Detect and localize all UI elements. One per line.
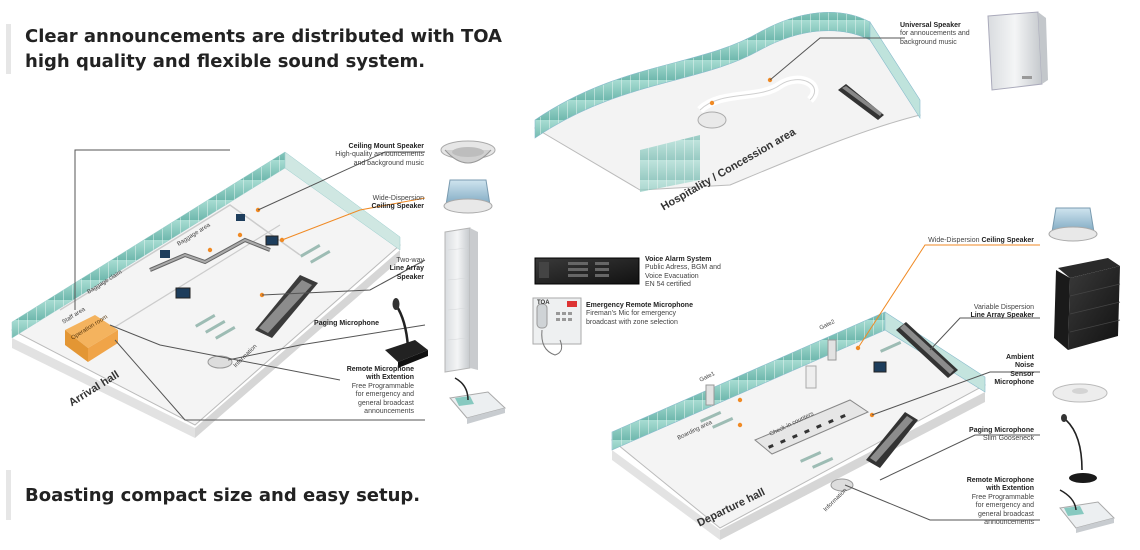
ambient-line-2: Noise [1014,362,1034,370]
paging-microphone-label: Paging Microphone [300,320,379,328]
remote-mic-title: Remote Microphone [346,366,414,373]
remote-mic-desc-4: announcements [364,408,414,416]
line-array-title: Line Array [389,265,424,273]
voice-alarm-system-image [534,257,640,285]
dep-remote-desc-1: Free Programmable [971,493,1034,501]
dep-remote-desc-3: general broadcast [977,510,1034,518]
paging-title: Paging Microphone [314,320,379,327]
universal-desc-2: background music [900,38,957,46]
ambient-noise-sensor-image [1052,383,1108,403]
hospitality-building [534,12,921,192]
voice-alarm-desc-1: Public Adress, BGM and [645,264,721,272]
remote-mic-title-2: with Extention [366,374,414,382]
ceiling-mount-speaker-image [440,140,496,164]
emergency-remote-mic-image [532,297,582,356]
dep-line-prefix: Variable Dispersion [973,304,1034,311]
remote-mic-desc-3: general broadcast [357,399,414,407]
headline-line-1: Clear announcements are distributed with… [25,26,502,47]
emergency-mic-desc-2: broadcast with zone selection [586,318,678,326]
remote-mic-desc-1: Free Programmable [351,382,414,390]
line-array-title-2: Speaker [396,273,424,281]
paging-microphone-image [385,298,428,368]
voice-alarm-title: Voice Alarm System [645,256,712,263]
departure-callout-lines [844,244,1040,521]
dep-line-title: Line Array Speaker [970,312,1034,320]
line-array-speaker-image [444,227,478,373]
ambient-line-4: Microphone [994,379,1034,387]
universal-speaker-image [987,11,1048,91]
slim-gooseneck-mic-image [1061,414,1097,483]
dep-remote-title: Remote Microphone [966,477,1034,484]
dep-wide-title: Ceiling Speaker [981,237,1034,244]
dep-paging-title: Paging Microphone [969,427,1034,434]
variable-line-array-image [1054,258,1121,350]
ceiling-mount-desc-2: and background music [353,159,424,167]
departure-wide-dispersion-image [1048,207,1098,242]
dep-wide-prefix: Wide-Dispersion [928,237,980,244]
departure-wide-dispersion-label: Wide-Dispersion Ceiling Speaker [910,237,1034,245]
ceiling-mount-title: Ceiling Mount Speaker [348,143,424,150]
dep-remote-desc-4: announcements [984,519,1034,527]
hospitality-callout-lines [769,37,905,81]
arrival-callout-lines [74,149,426,421]
remote-microphone-image-arrival [449,377,506,424]
dep-remote-title-2: with Extention [986,485,1034,493]
panel-brand-label: TOA [537,300,550,306]
arrival-hall-building [10,151,401,438]
dep-remote-mic-label: Remote Microphone with Extention Free Pr… [950,477,1034,527]
ambient-line-1: Ambient [1006,354,1034,361]
headline-sub-text: Boasting compact size and easy setup. [25,485,421,506]
departure-hall-building [611,311,986,540]
ambient-line-3: Sensor [1010,370,1034,378]
emergency-mic-desc-1: Fireman's Mic for emergency [586,310,677,318]
ceiling-mount-speaker-label: Ceiling Mount Speaker High-quality annou… [300,143,424,168]
ambient-sensor-label: Ambient Noise Sensor Microphone [980,354,1034,388]
wide-dispersion-prefix: Wide-Dispersion [372,195,424,202]
voice-alarm-desc-2: Voice Evacuation [645,272,699,280]
headline-line-2: high quality and flexible sound system. [25,51,426,72]
wide-dispersion-label: Wide-Dispersion Ceiling Speaker [330,195,424,212]
emergency-mic-title: Emergency Remote Microphone [586,302,693,309]
emergency-mic-label: Emergency Remote Microphone Fireman's Mi… [586,302,726,327]
universal-speaker-label: Universal Speaker for annoucements and b… [900,22,984,47]
line-array-label: Two-way Line Array Speaker [340,257,424,282]
ceiling-mount-desc-1: High-quality announcements [335,151,424,159]
universal-desc-1: for annoucements and [900,30,970,38]
voice-alarm-label: Voice Alarm System Public Adress, BGM an… [645,256,755,290]
variable-line-array-label: Variable Dispersion Line Array Speaker [940,304,1034,321]
remote-microphone-image-departure [1059,489,1115,533]
line-array-prefix: Two-way [396,257,424,264]
dep-paging-label: Paging Microphone Slim Gooseneck [950,427,1034,444]
headline-sub: Boasting compact size and easy setup. [6,470,420,520]
universal-title: Universal Speaker [900,22,961,29]
dep-remote-desc-2: for emergency and [975,502,1034,510]
remote-mic-arrival-label: Remote Microphone with Extention Free Pr… [330,366,414,416]
voice-alarm-desc-3: EN 54 certified [645,281,691,289]
remote-mic-desc-2: for emergency and [355,391,414,399]
wide-dispersion-title: Ceiling Speaker [371,203,424,211]
wide-dispersion-speaker-image [443,179,493,214]
headline-main: Clear announcements are distributed with… [6,24,502,74]
dep-paging-desc: Slim Gooseneck [983,435,1034,443]
